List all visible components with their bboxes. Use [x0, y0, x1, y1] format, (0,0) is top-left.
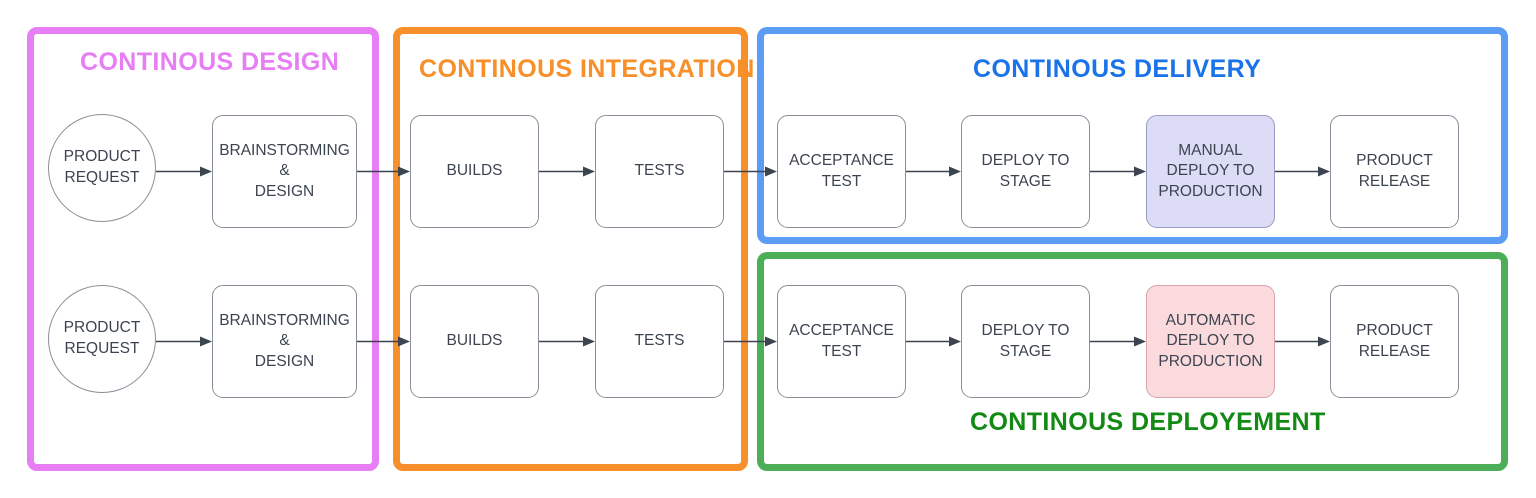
- phase-container-continuous-design: [27, 27, 379, 471]
- arrow-automatic-deploy-to-product-release-row2: [1275, 336, 1330, 347]
- node-brainstorming-row1[interactable]: BRAINSTORMING & DESIGN: [212, 115, 357, 228]
- arrow-builds-to-tests-row1: [539, 166, 595, 177]
- arrow-product-request-to-brainstorming-row1: [156, 166, 212, 177]
- phase-container-continuous-deployment: [757, 252, 1508, 471]
- arrow-product-request-to-brainstorming-row2: [156, 336, 212, 347]
- arrow-deploy-stage-to-automatic-deploy-row2: [1090, 336, 1146, 347]
- arrow-tests-to-acceptance-test-row1: [724, 166, 777, 177]
- arrow-builds-to-tests-row2: [539, 336, 595, 347]
- phase-container-continuous-integration: [393, 27, 748, 471]
- arrow-brainstorming-to-builds-row1: [357, 166, 410, 177]
- node-deploy-to-stage-row2[interactable]: DEPLOY TO STAGE: [961, 285, 1090, 398]
- node-product-release-row1[interactable]: PRODUCT RELEASE: [1330, 115, 1459, 228]
- phase-container-continuous-delivery: [757, 27, 1508, 244]
- phase-title-continuous-deployment: CONTINOUS DEPLOYEMENT: [970, 408, 1326, 436]
- arrow-deploy-stage-to-manual-deploy-row1: [1090, 166, 1146, 177]
- node-brainstorming-row2[interactable]: BRAINSTORMING & DESIGN: [212, 285, 357, 398]
- phase-title-continuous-integration: CONTINOUS INTEGRATION: [419, 55, 755, 83]
- arrow-manual-deploy-to-product-release-row1: [1275, 166, 1330, 177]
- phase-title-continuous-design: CONTINOUS DESIGN: [80, 48, 340, 76]
- node-builds-row1[interactable]: BUILDS: [410, 115, 539, 228]
- arrow-brainstorming-to-builds-row2: [357, 336, 410, 347]
- phase-title-continuous-delivery: CONTINOUS DELIVERY: [973, 55, 1262, 83]
- node-acceptance-test-row2[interactable]: ACCEPTANCE TEST: [777, 285, 906, 398]
- node-manual-deploy-to-production[interactable]: MANUAL DEPLOY TO PRODUCTION: [1146, 115, 1275, 228]
- node-product-release-row2[interactable]: PRODUCT RELEASE: [1330, 285, 1459, 398]
- arrow-acceptance-test-to-deploy-stage-row2: [906, 336, 961, 347]
- arrow-tests-to-acceptance-test-row2: [724, 336, 777, 347]
- node-tests-row2[interactable]: TESTS: [595, 285, 724, 398]
- node-acceptance-test-row1[interactable]: ACCEPTANCE TEST: [777, 115, 906, 228]
- node-product-request-row2[interactable]: PRODUCT REQUEST: [48, 285, 156, 393]
- node-automatic-deploy-to-production[interactable]: AUTOMATIC DEPLOY TO PRODUCTION: [1146, 285, 1275, 398]
- node-builds-row2[interactable]: BUILDS: [410, 285, 539, 398]
- node-product-request-row1[interactable]: PRODUCT REQUEST: [48, 114, 156, 222]
- node-deploy-to-stage-row1[interactable]: DEPLOY TO STAGE: [961, 115, 1090, 228]
- arrow-acceptance-test-to-deploy-stage-row1: [906, 166, 961, 177]
- node-tests-row1[interactable]: TESTS: [595, 115, 724, 228]
